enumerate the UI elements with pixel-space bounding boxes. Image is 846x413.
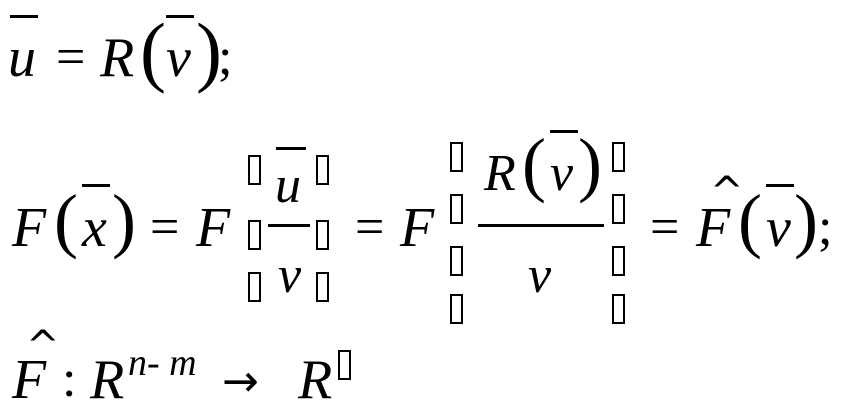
bracket-glyph bbox=[248, 272, 261, 302]
var-R: R bbox=[100, 27, 135, 89]
right-paren: ) bbox=[196, 7, 222, 94]
left-paren: ( bbox=[522, 124, 546, 204]
equals-sign: = bbox=[355, 199, 385, 256]
bracket-glyph bbox=[612, 294, 625, 324]
equals-sign: = bbox=[650, 199, 680, 256]
bracket-glyph bbox=[612, 246, 625, 276]
missing-glyph-box bbox=[338, 350, 351, 380]
bracket-glyph bbox=[316, 272, 329, 302]
bracket-glyph bbox=[450, 142, 463, 172]
fraction-bar bbox=[268, 224, 310, 227]
right-paren: ) bbox=[112, 180, 136, 260]
denominator-v: v bbox=[278, 247, 302, 304]
equals-sign: = bbox=[150, 199, 180, 256]
overline-u bbox=[10, 15, 38, 18]
fraction-bar bbox=[478, 224, 604, 227]
bracket-glyph bbox=[450, 246, 463, 276]
var-F: F bbox=[12, 197, 47, 259]
right-paren: ) bbox=[794, 180, 818, 260]
right-arrow: → bbox=[222, 356, 259, 407]
var-R: R bbox=[90, 349, 125, 411]
right-paren: ) bbox=[578, 124, 602, 204]
exponent-n-minus-m: n- m bbox=[128, 342, 197, 384]
overline-v bbox=[166, 15, 194, 18]
bracket-glyph bbox=[612, 142, 625, 172]
bracket-glyph bbox=[316, 220, 329, 250]
denominator-v: v bbox=[528, 247, 552, 304]
semicolon: ; bbox=[218, 29, 233, 86]
left-paren: ( bbox=[54, 180, 78, 260]
overline-u bbox=[276, 147, 306, 150]
bracket-glyph bbox=[450, 294, 463, 324]
hat-accent: ^ bbox=[710, 169, 744, 215]
equals-sign: = bbox=[56, 29, 86, 86]
bracket-glyph bbox=[248, 155, 261, 185]
numerator-u: u bbox=[275, 157, 301, 214]
numerator-v: v bbox=[550, 145, 574, 202]
overline-v bbox=[766, 184, 794, 187]
var-u: u bbox=[8, 27, 36, 89]
left-paren: ( bbox=[140, 7, 166, 94]
bracket-glyph bbox=[450, 194, 463, 224]
var-v: v bbox=[166, 27, 191, 89]
var-F: F bbox=[400, 197, 435, 259]
colon: : bbox=[62, 351, 77, 408]
bracket-glyph bbox=[612, 194, 625, 224]
var-F-hat: F bbox=[696, 197, 731, 259]
hat-accent: ^ bbox=[26, 323, 60, 369]
var-F: F bbox=[196, 197, 231, 259]
var-F-hat: F bbox=[12, 349, 47, 411]
bracket-glyph bbox=[316, 155, 329, 185]
numerator-R: R bbox=[484, 145, 516, 202]
var-R: R bbox=[298, 349, 333, 411]
left-paren: ( bbox=[738, 180, 762, 260]
overline-x bbox=[82, 184, 110, 187]
overline-v bbox=[550, 130, 578, 133]
bracket-glyph bbox=[248, 220, 261, 250]
var-v: v bbox=[766, 197, 791, 259]
var-x: x bbox=[82, 197, 107, 259]
semicolon: ; bbox=[818, 199, 833, 256]
